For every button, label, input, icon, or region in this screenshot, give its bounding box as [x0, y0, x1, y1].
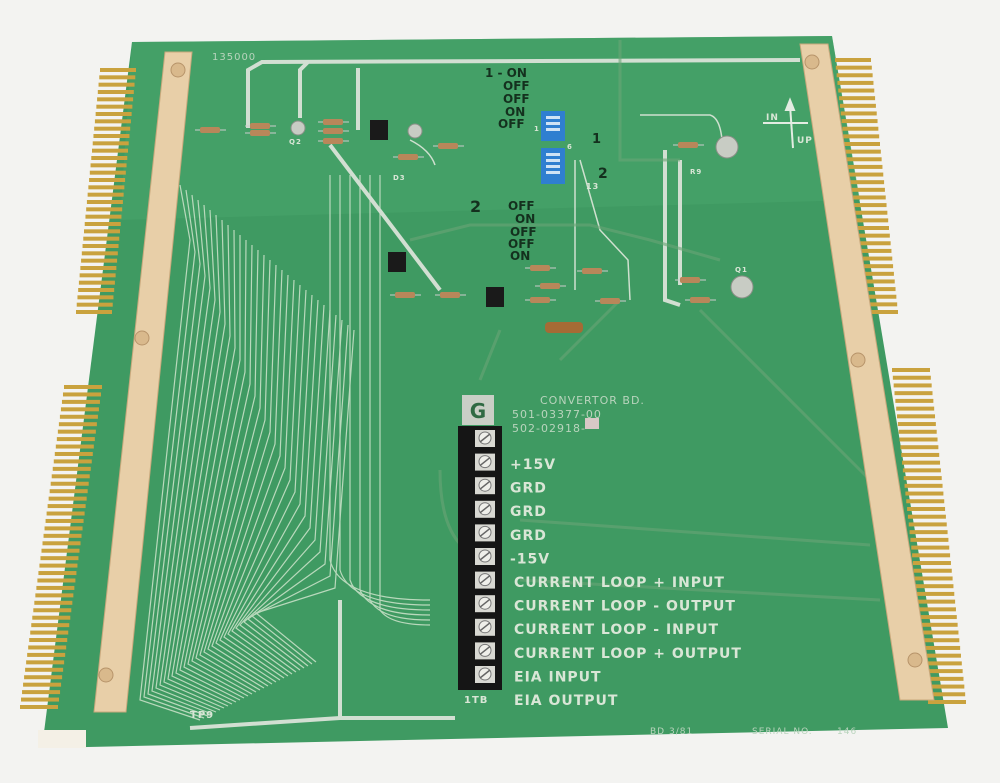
terminal-screw[interactable]: [475, 571, 495, 589]
label-q2: Q2: [289, 138, 302, 146]
handwritten-switch2-settings: 2 OFF ON OFF OFF ON: [470, 197, 537, 263]
resistor: [435, 292, 466, 298]
svg-text:ON: ON: [510, 249, 530, 263]
resistor: [685, 297, 716, 303]
resistor: [525, 265, 556, 271]
revision-sticker: [585, 418, 599, 429]
resistor: [318, 128, 349, 134]
terminal-block-label: 1TB: [464, 695, 488, 706]
svg-text:ON: ON: [505, 105, 525, 119]
terminal-screw[interactable]: [475, 666, 495, 683]
edge-connector-fingers: [20, 58, 966, 709]
terminal-label: GRD: [510, 481, 547, 497]
resistor: [245, 130, 276, 136]
board-title: CONVERTOR BD.: [540, 394, 645, 407]
right-card-guide-rail: [799, 43, 935, 701]
resistor: [393, 154, 424, 160]
resistor: [245, 123, 276, 129]
terminal-screw[interactable]: [475, 500, 495, 518]
handwritten-mark-1: 1: [592, 132, 601, 147]
resistor: [195, 127, 226, 133]
rail-rivets: [98, 54, 923, 683]
terminal-screw[interactable]: [475, 453, 495, 471]
terminal-screw[interactable]: [475, 524, 495, 542]
terminal-screw[interactable]: [475, 430, 495, 447]
serial-value: 146: [837, 727, 857, 737]
schematic-number: 502-02918-: [512, 422, 586, 435]
terminal-label: CURRENT LOOP + OUTPUT: [514, 646, 742, 662]
handwritten-mark-2: 2: [598, 166, 608, 182]
power-resistor: [545, 322, 583, 333]
terminal-label: GRD: [510, 528, 547, 544]
resistor: [675, 277, 706, 283]
terminal-label: -15V: [510, 551, 550, 567]
terminal-screw[interactable]: [475, 642, 495, 660]
terminal-screw[interactable]: [475, 477, 495, 495]
label-r9: R9: [690, 168, 702, 176]
label-q1: Q1: [735, 266, 748, 274]
part-number-top: 135000: [212, 52, 256, 63]
svg-text:OFF: OFF: [510, 225, 537, 239]
ic-chips: [370, 120, 504, 307]
left-card-guide-rail: [93, 51, 193, 713]
resistors: [195, 119, 716, 333]
terminal-label: CURRENT LOOP - INPUT: [514, 622, 719, 638]
terminal-label: EIA INPUT: [514, 669, 602, 685]
svg-text:1 - ON: 1 - ON: [485, 66, 527, 80]
terminal-label: +15V: [510, 457, 556, 473]
dip-pin-1: 1: [534, 125, 540, 133]
dip-pin-6: 6: [567, 143, 573, 151]
handwritten-switch1-settings: 1 - ON OFF OFF ON OFF: [485, 66, 530, 131]
svg-text:OFF: OFF: [503, 92, 530, 106]
orientation-in: IN: [766, 113, 779, 123]
dip-pin-13: 13: [586, 182, 599, 191]
terminal-screws[interactable]: [475, 430, 495, 683]
terminal-label: CURRENT LOOP - OUTPUT: [514, 599, 736, 615]
corner-tab: [38, 730, 86, 748]
fanout-traces: [139, 175, 431, 721]
terminal-label: EIA OUTPUT: [514, 693, 618, 709]
svg-text:OFF: OFF: [498, 117, 525, 131]
svg-text:OFF: OFF: [503, 79, 530, 93]
logo-g: [462, 395, 494, 425]
resistor: [673, 142, 704, 148]
resistor: [318, 119, 349, 125]
right-upper-fingers: [835, 58, 898, 314]
serial-label: SERIAL NO.: [752, 727, 813, 737]
assembly-number: 501-03377-00: [512, 408, 602, 421]
revision-date: BD 3/81: [650, 727, 693, 737]
svg-text:2: 2: [470, 197, 481, 216]
label-d3: D3: [393, 174, 406, 182]
resistor: [525, 297, 556, 303]
resistor: [595, 298, 626, 304]
resistor: [390, 292, 421, 298]
svg-text:OFF: OFF: [508, 199, 535, 213]
orientation-up: UP: [797, 136, 813, 146]
silver-traces: [189, 58, 801, 730]
terminal-labels: +15V GRD GRD GRD -15V CURRENT LOOP + INPUT CUR…: [510, 457, 742, 709]
board-shading: [120, 36, 860, 220]
left-lower-fingers: [20, 385, 102, 709]
orientation-arrow-icon: [763, 97, 808, 149]
terminal-screw[interactable]: [475, 548, 495, 565]
terminal-label: CURRENT LOOP + INPUT: [514, 575, 725, 591]
resistor: [535, 283, 566, 289]
left-upper-fingers: [76, 68, 136, 314]
terminal-screw[interactable]: [475, 618, 495, 636]
svg-text:OFF: OFF: [508, 237, 535, 251]
svg-text:ON: ON: [515, 212, 535, 226]
terminal-screw[interactable]: [475, 595, 495, 613]
transistors: [290, 120, 754, 299]
terminal-label: GRD: [510, 504, 547, 520]
right-lower-fingers: [892, 368, 966, 704]
resistor: [577, 268, 608, 274]
dip-switches[interactable]: [541, 111, 565, 184]
resistor: [433, 143, 464, 149]
dip-switch-1[interactable]: [541, 111, 565, 141]
test-point-label: TP9: [190, 710, 214, 721]
resistor: [318, 138, 349, 144]
svg-text:G: G: [470, 399, 486, 423]
